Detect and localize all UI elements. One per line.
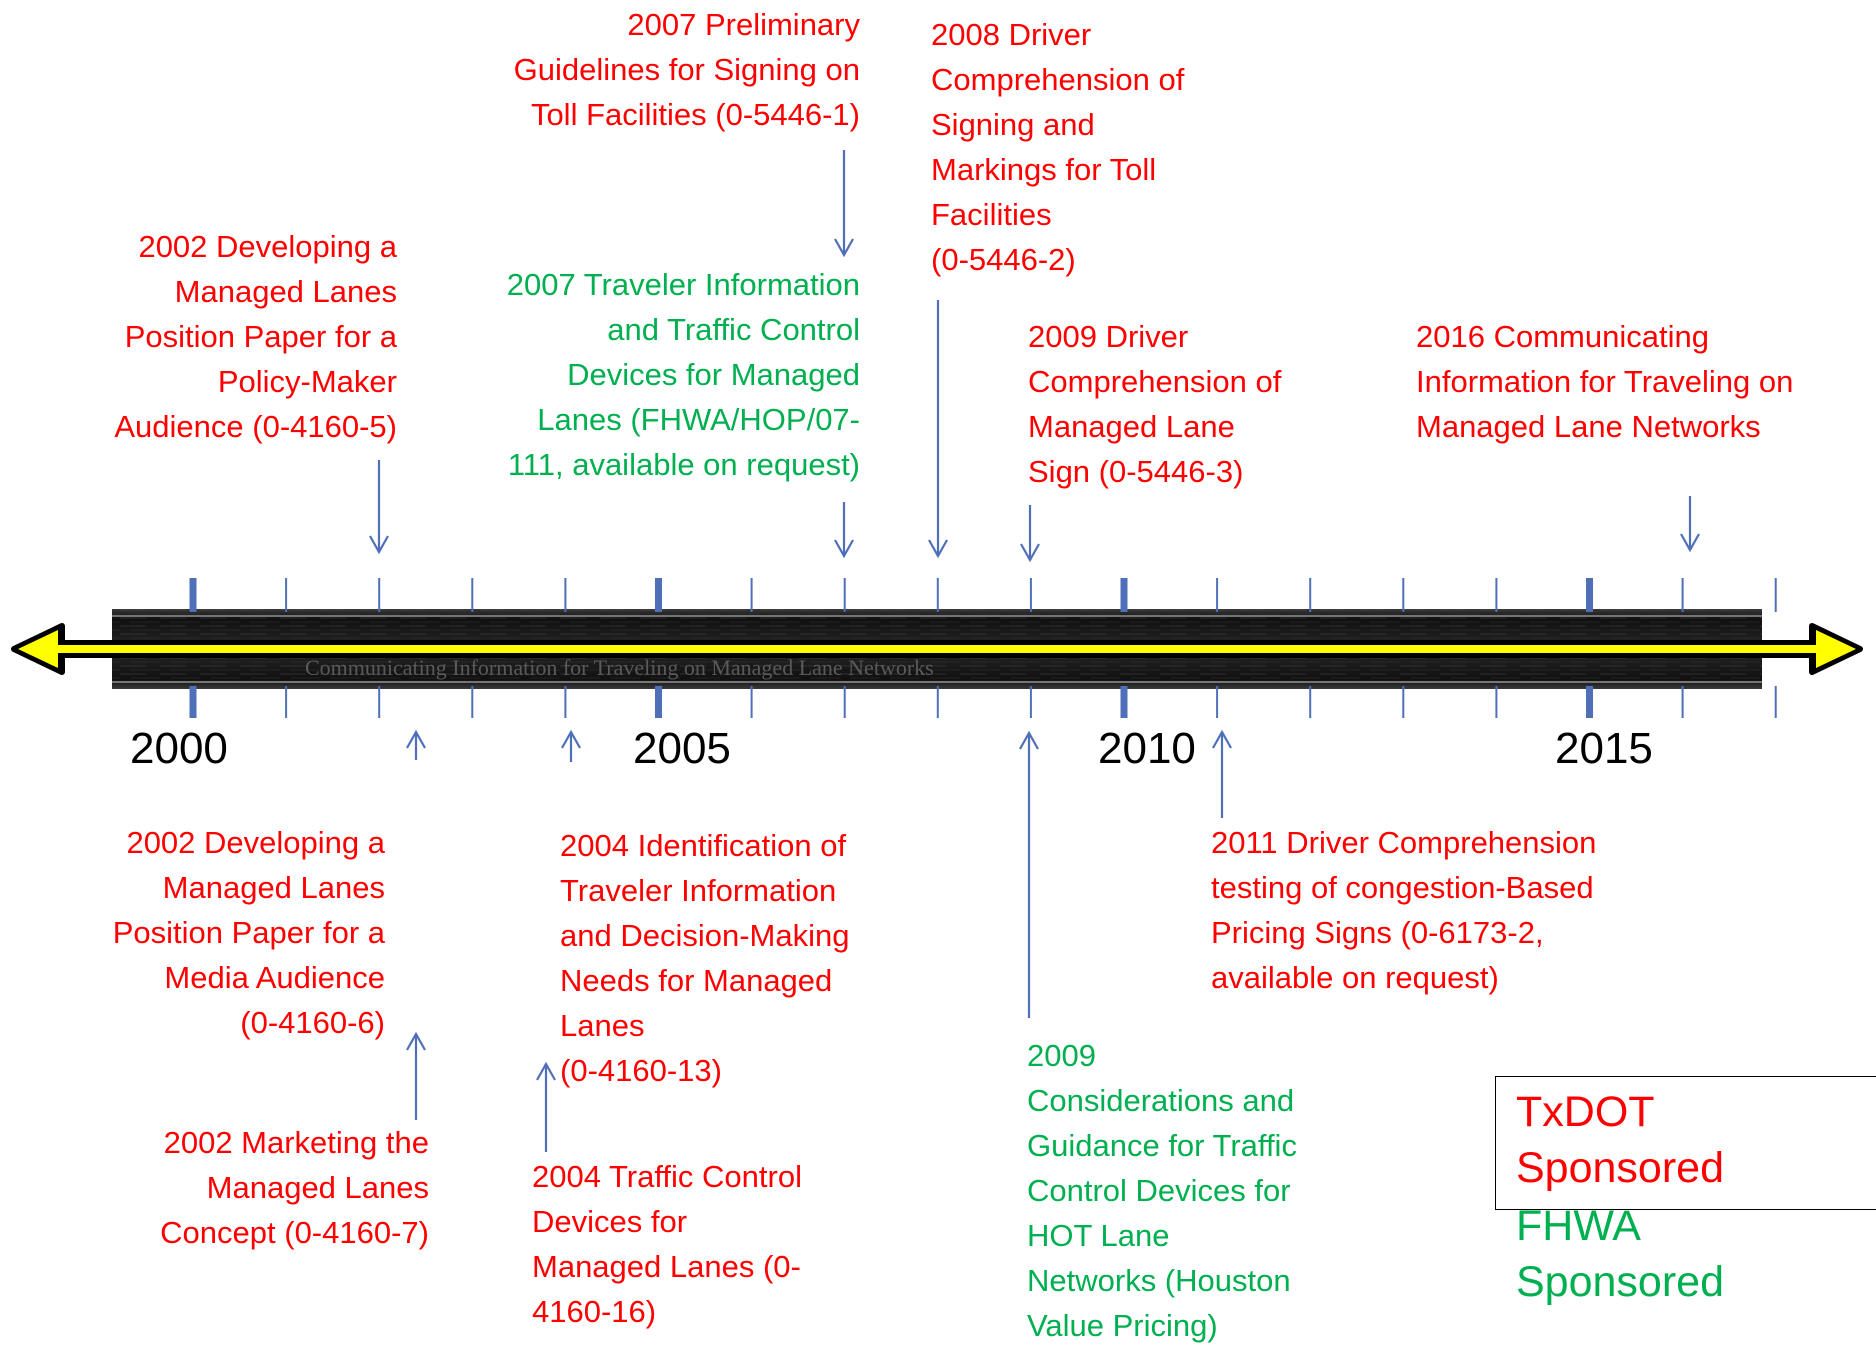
arrow-pub-2011-congestion-pricing <box>1212 729 1232 818</box>
year-label-2005: 2005 <box>633 724 731 773</box>
pub-2004-identification: 2004 Identification of Traveler Informat… <box>560 828 850 1088</box>
pub-2008-driver-comp-toll: 2008 Driver Comprehension of Signing and… <box>931 17 1185 277</box>
connector-arrows <box>369 150 1700 1152</box>
pub-2009-managed-lane-sign: 2009 Driver Comprehension of Managed Lan… <box>1028 319 1282 489</box>
arrow-pub-2004-traffic-control <box>536 1061 556 1152</box>
pub-2004-traffic-control: 2004 Traffic Control Devices for Managed… <box>532 1159 802 1329</box>
arrow-pub-2002-position-policy <box>369 460 389 555</box>
arrow-pub-2007-traveler-info-fhwa <box>834 502 854 559</box>
arrow-pub-2009-hot-lane-fhwa <box>1019 730 1039 1018</box>
arrow-pub-2007-prelim-signing <box>834 150 854 258</box>
double-arrow-icon <box>11 623 1863 675</box>
road-caption: Communicating Information for Traveling … <box>305 655 934 680</box>
pub-2002-position-media: 2002 Developing a Managed Lanes Position… <box>112 825 385 1040</box>
arrow-pub-2002-marketing <box>406 729 426 760</box>
arrow-pub-2009-managed-lane-sign <box>1020 505 1040 563</box>
year-label-2015: 2015 <box>1555 724 1653 773</box>
arrow-pub-2008-driver-comp-toll <box>928 300 948 559</box>
pub-2011-congestion-pricing: 2011 Driver Comprehension testing of con… <box>1211 825 1597 995</box>
arrow-pub-2016-communicating <box>1680 496 1700 553</box>
arrow-pub-2002-position-media <box>406 1031 426 1120</box>
pub-2002-position-policy: 2002 Developing a Managed Lanes Position… <box>114 229 397 444</box>
pub-2002-marketing: 2002 Marketing the Managed Lanes Concept… <box>160 1125 429 1250</box>
arrow-pub-2004-identification <box>561 729 581 762</box>
pub-2007-traveler-info-fhwa: 2007 Traveler Information and Traffic Co… <box>506 267 860 482</box>
year-ticks <box>189 578 1777 718</box>
legend-fhwa: FHWA Sponsored <box>1516 1202 1724 1306</box>
year-label-2010: 2010 <box>1098 724 1196 773</box>
pub-2007-prelim-signing: 2007 Preliminary Guidelines for Signing … <box>513 7 860 132</box>
pub-2016-communicating: 2016 Communicating Information for Trave… <box>1416 319 1794 444</box>
legend-txdot: TxDOT Sponsored <box>1516 1088 1724 1192</box>
legend-box <box>1495 1076 1876 1210</box>
year-label-2000: 2000 <box>130 724 228 773</box>
pub-2009-hot-lane-fhwa: 2009 Considerations and Guidance for Tra… <box>1027 1038 1297 1343</box>
